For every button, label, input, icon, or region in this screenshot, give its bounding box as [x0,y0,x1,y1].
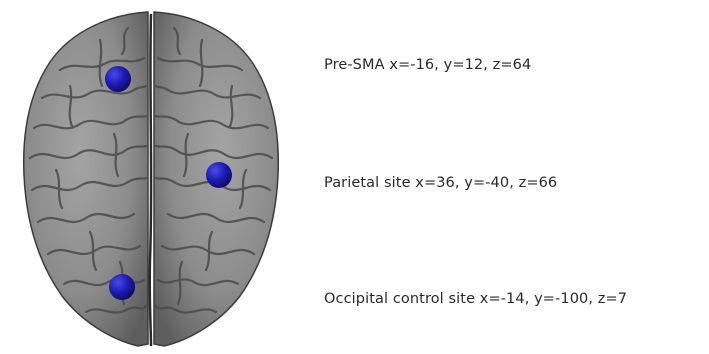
marker-parietal-site [206,162,232,188]
marker-pre-sma [105,66,131,92]
label-parietal-site: Parietal site x=36, y=-40, z=66 [324,175,557,191]
label-occipital-control-site: Occipital control site x=-14, y=-100, z=… [324,291,627,307]
longitudinal-fissure [150,14,151,346]
marker-occipital-control-site [109,274,135,300]
label-pre-sma: Pre-SMA x=-16, y=12, z=64 [324,57,531,73]
